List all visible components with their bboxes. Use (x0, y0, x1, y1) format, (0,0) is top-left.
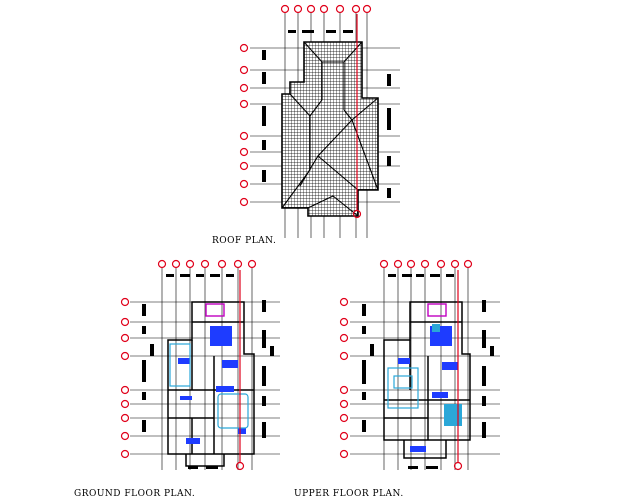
roof-section-marker (352, 14, 362, 219)
upper-grid-bubbles-left (339, 297, 349, 459)
ground-furniture-blue (178, 326, 246, 444)
roof-dimension-ticks (262, 30, 391, 198)
upper-section-marker (453, 270, 463, 471)
upper-fixture-highlight (427, 303, 447, 317)
upper-floor-plan (339, 259, 500, 471)
ground-section-marker (235, 270, 245, 471)
roof-plan-title: ROOF PLAN. (212, 236, 277, 246)
roof-plan (239, 4, 400, 238)
ground-dimension-ticks (142, 274, 274, 469)
ground-floor-plan (120, 259, 280, 471)
ground-fixture-highlight (205, 303, 225, 317)
roof-ridges (281, 41, 379, 217)
ground-grid-bubbles-left (120, 297, 130, 459)
upper-grid-bubbles-top (379, 259, 473, 269)
ground-grid-bubbles-top (157, 259, 257, 269)
upper-furniture-outline (387, 367, 419, 409)
roof-grid-bubbles-top (280, 4, 372, 14)
ground-walls (167, 301, 255, 467)
ground-furniture-outline (169, 343, 249, 429)
upper-dimension-ticks (362, 274, 494, 469)
roof-outline (281, 41, 379, 217)
ground-floor-plan-title: GROUND FLOOR PLAN. (74, 489, 196, 499)
roof-grid-bubbles-left (239, 43, 249, 207)
upper-floor-plan-title: UPPER FLOOR PLAN. (294, 489, 404, 499)
upper-walls (383, 301, 471, 459)
ground-grid-lines (130, 268, 280, 470)
